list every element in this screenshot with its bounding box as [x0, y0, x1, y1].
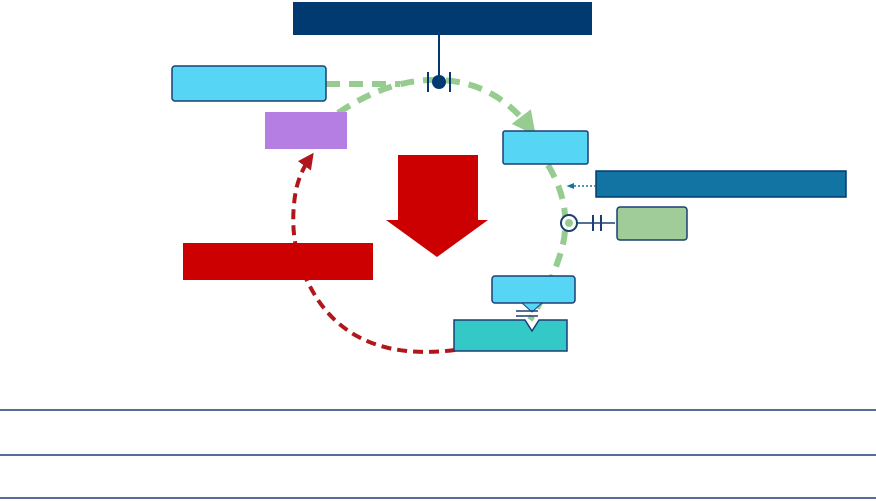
- inhibitor-symbol-right: [560, 214, 615, 232]
- inhibitor-symbol-top: [427, 72, 451, 92]
- purple-box: [265, 112, 347, 149]
- green-box: [616, 206, 688, 241]
- cycle-path-green-arc: [336, 76, 536, 136]
- red-label-box: [183, 243, 373, 280]
- top-left-box: [171, 65, 327, 102]
- right-box-1: [502, 130, 589, 165]
- title-bar: [293, 2, 592, 35]
- mid-right-box: [491, 275, 576, 313]
- big-down-arrow: [386, 155, 488, 257]
- teal-box: [453, 319, 568, 352]
- footer-table: [0, 409, 876, 499]
- wide-blue-box: [595, 170, 847, 198]
- equals-separator: [516, 310, 538, 317]
